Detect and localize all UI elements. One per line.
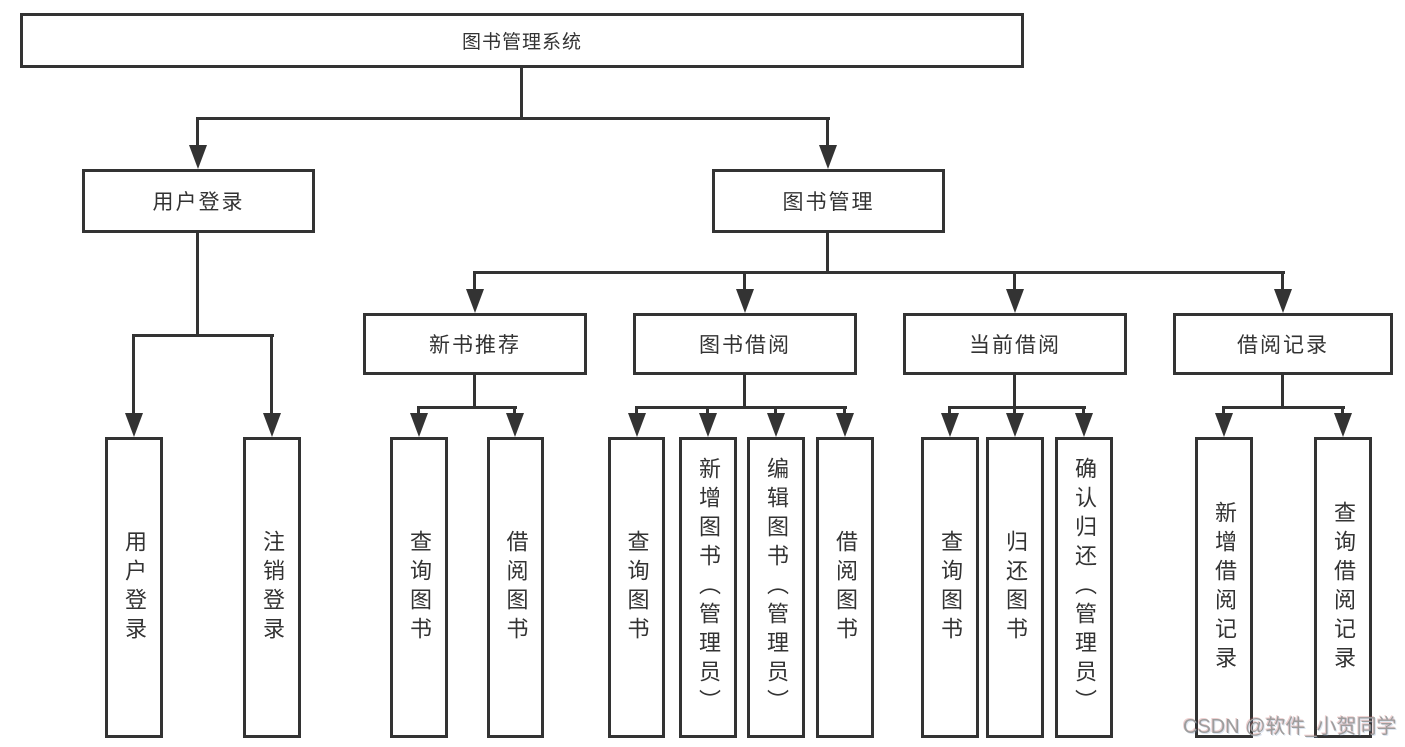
connector-record-bar xyxy=(1222,406,1345,409)
connector-user-stem xyxy=(196,233,199,337)
connector-current-stem xyxy=(1013,375,1016,408)
connector-root-bar xyxy=(196,117,830,120)
connector-current-bar xyxy=(948,406,1086,409)
node-label: 注销登录 xyxy=(260,529,285,646)
connector-lvl3-drop xyxy=(743,271,746,291)
node-label: 编辑图书（管理员） xyxy=(764,457,789,718)
connector-leaf-drop xyxy=(132,334,135,416)
leaf-confirm-return-admin: 确认归还（管理员） xyxy=(1055,437,1113,738)
leaf-query-borrow-record: 查询借阅记录 xyxy=(1314,437,1372,738)
down-arrow-icon xyxy=(189,145,207,169)
down-arrow-icon xyxy=(1075,413,1093,437)
node-label: 新增借阅记录 xyxy=(1212,500,1237,675)
connector-leaf-drop xyxy=(774,406,777,415)
node-label: 查询图书 xyxy=(624,529,650,646)
node-label: 当前借阅 xyxy=(969,334,1061,357)
down-arrow-icon xyxy=(1334,413,1352,437)
down-arrow-icon xyxy=(1006,289,1024,313)
connector-root-stem xyxy=(520,68,523,119)
node-book-management: 图书管理 xyxy=(712,169,945,233)
connector-leaf-drop xyxy=(1082,406,1085,415)
leaf-logout: 注销登录 xyxy=(243,437,301,738)
connector-leaf-drop xyxy=(1341,406,1344,415)
connector-user-drop xyxy=(196,117,199,149)
connector-leaf-drop xyxy=(635,406,638,415)
connector-book-drop xyxy=(826,117,829,149)
node-label: 图书管理 xyxy=(782,191,875,214)
connector-record-stem xyxy=(1281,375,1284,408)
node-label: 借阅记录 xyxy=(1237,334,1329,357)
connector-borrow-bar xyxy=(635,406,847,409)
connector-leaf-drop xyxy=(1013,406,1016,415)
leaf-add-book-admin: 新增图书（管理员） xyxy=(679,437,737,738)
down-arrow-icon xyxy=(263,413,281,437)
connector-book-bar xyxy=(473,271,1285,274)
down-arrow-icon xyxy=(836,413,854,437)
node-label: 借阅图书 xyxy=(833,529,858,646)
connector-leaf-drop xyxy=(417,406,420,415)
node-library-system: 图书管理系统 xyxy=(20,13,1024,68)
leaf-user-login: 用户登录 xyxy=(105,437,163,738)
down-arrow-icon xyxy=(1274,289,1292,313)
connector-new-stem xyxy=(473,375,476,408)
node-label: 确认归还（管理员） xyxy=(1072,457,1097,718)
node-label: 借阅图书 xyxy=(503,529,529,646)
connector-leaf-drop xyxy=(706,406,709,415)
down-arrow-icon xyxy=(1215,413,1233,437)
node-user-login: 用户登录 xyxy=(82,169,315,233)
node-label: 归还图书 xyxy=(1003,529,1028,646)
node-book-borrow: 图书借阅 xyxy=(633,313,857,375)
connector-leaf-drop xyxy=(948,406,951,415)
leaf-return-book: 归还图书 xyxy=(986,437,1044,738)
connector-leaf-drop xyxy=(270,334,273,416)
node-label: 用户登录 xyxy=(122,529,147,646)
leaf-query-books-borrow: 查询图书 xyxy=(608,437,665,738)
down-arrow-icon xyxy=(506,413,524,437)
leaf-borrow-books: 借阅图书 xyxy=(816,437,874,738)
down-arrow-icon xyxy=(628,413,646,437)
leaf-query-books-current: 查询图书 xyxy=(921,437,979,738)
connector-leaf-drop xyxy=(843,406,846,415)
down-arrow-icon xyxy=(941,413,959,437)
node-new-book-recommend: 新书推荐 xyxy=(363,313,587,375)
node-borrow-records: 借阅记录 xyxy=(1173,313,1393,375)
leaf-query-books-recommend: 查询图书 xyxy=(390,437,448,738)
node-label: 查询借阅记录 xyxy=(1331,500,1356,675)
connector-book-stem xyxy=(826,233,829,273)
node-label: 查询图书 xyxy=(938,529,963,646)
watermark: CSDN @软件_小贺同学 xyxy=(1183,716,1397,738)
connector-new-bar xyxy=(417,406,517,409)
leaf-edit-book-admin: 编辑图书（管理员） xyxy=(747,437,805,738)
down-arrow-icon xyxy=(699,413,717,437)
node-current-borrow: 当前借阅 xyxy=(903,313,1127,375)
leaf-borrow-books-recommend: 借阅图书 xyxy=(487,437,544,738)
down-arrow-icon xyxy=(819,145,837,169)
connector-lvl3-drop xyxy=(1281,271,1284,291)
down-arrow-icon xyxy=(1006,413,1024,437)
down-arrow-icon xyxy=(466,289,484,313)
node-label: 新增图书（管理员） xyxy=(696,457,721,718)
node-label: 图书管理系统 xyxy=(461,32,582,53)
connector-lvl3-drop xyxy=(473,271,476,291)
down-arrow-icon xyxy=(125,413,143,437)
connector-leaf-drop xyxy=(1222,406,1225,415)
node-label: 新书推荐 xyxy=(429,334,521,357)
node-label: 图书借阅 xyxy=(699,334,791,357)
down-arrow-icon xyxy=(767,413,785,437)
connector-lvl3-drop xyxy=(1013,271,1016,291)
node-label: 查询图书 xyxy=(407,529,432,646)
down-arrow-icon xyxy=(410,413,428,437)
connector-leaf-drop xyxy=(513,406,516,415)
down-arrow-icon xyxy=(736,289,754,313)
leaf-add-borrow-record: 新增借阅记录 xyxy=(1195,437,1253,738)
connector-borrow-stem xyxy=(743,375,746,408)
connector-user-bar xyxy=(132,334,274,337)
node-label: 用户登录 xyxy=(152,191,245,214)
